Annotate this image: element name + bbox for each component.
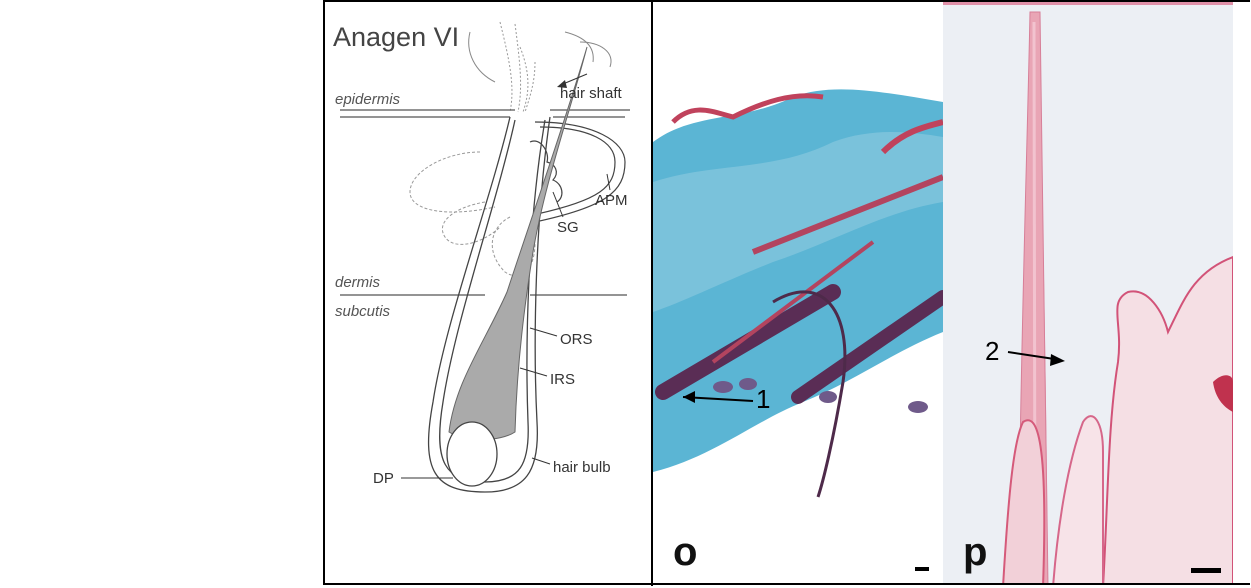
arrector-pili-muscle [534,121,626,223]
ors-arrow [529,327,558,337]
bulb-2 [739,378,757,390]
tissue-dark-spot [1213,375,1233,412]
loose-hair [772,290,847,498]
hair-shaft-arrowhead [557,80,567,88]
panel-letter-p: p [963,530,988,574]
hair-bulb-arrow [531,457,551,465]
hair-curves [468,31,612,83]
bulb-3 [819,391,837,403]
scale-bar-p [1191,568,1221,573]
follicle-left-wall [1002,419,1046,583]
outer-root-sheath [427,116,551,493]
micrograph-o-image: 1 [653,2,943,583]
right-margin [1233,2,1250,583]
dp-label: DP [373,470,394,487]
sg-arrow [552,191,564,218]
hair-bulb-label: hair bulb [553,459,611,476]
sebaceous-lobes [409,151,536,277]
dermis-label: dermis [335,274,381,291]
epidermis-label: epidermis [335,91,401,108]
hair-shaft-arrow [562,73,588,85]
hair-follicle-diagram-panel: Anagen VI epidermis [325,2,651,583]
tissue-band-light [653,132,943,312]
micrograph-p-image: 2 [943,2,1233,583]
figure-frame [323,0,1250,585]
marker-1-arrowhead [683,391,695,403]
hair-shaft-label: hair shaft [560,85,623,102]
surrounding-hairs [499,21,536,113]
irs-label: IRS [550,371,575,388]
hair-follicle-3 [751,174,943,255]
hair-follicle-2 [791,290,943,404]
apm-arrow [606,173,611,191]
micrograph-p-panel: 2 p [943,2,1233,583]
scale-bar-o [915,567,929,571]
marker-2-arrowhead [1050,354,1065,366]
hair-follicle-4 [711,240,875,364]
hair-follicle-diagram: Anagen VI epidermis [333,21,630,493]
epidermis-edge-right [880,119,943,155]
diagram-title: Anagen VI [333,22,459,52]
sebaceous-gland [529,140,563,203]
epidermal-fold-inner [1052,415,1104,583]
irs-arrow [519,367,548,377]
bulb-1 [713,381,733,393]
marker-2-label: 2 [985,336,999,366]
panel-letter-o: o [673,530,698,574]
dermal-papilla [446,421,498,487]
panel-divider [651,0,653,586]
apm-label: APM [595,192,628,209]
micrograph-o-panel: 1 o [653,2,943,583]
sg-label: SG [557,219,579,236]
epidermal-fold [1102,255,1233,583]
marker-1-label: 1 [756,384,770,414]
epidermis-edge [671,93,824,124]
subcutis-label: subcutis [335,303,391,320]
arrector-pili-muscle-inner [536,126,616,215]
ors-label: ORS [560,331,593,348]
bulb-4 [908,401,928,413]
hair-follicle [655,284,841,400]
